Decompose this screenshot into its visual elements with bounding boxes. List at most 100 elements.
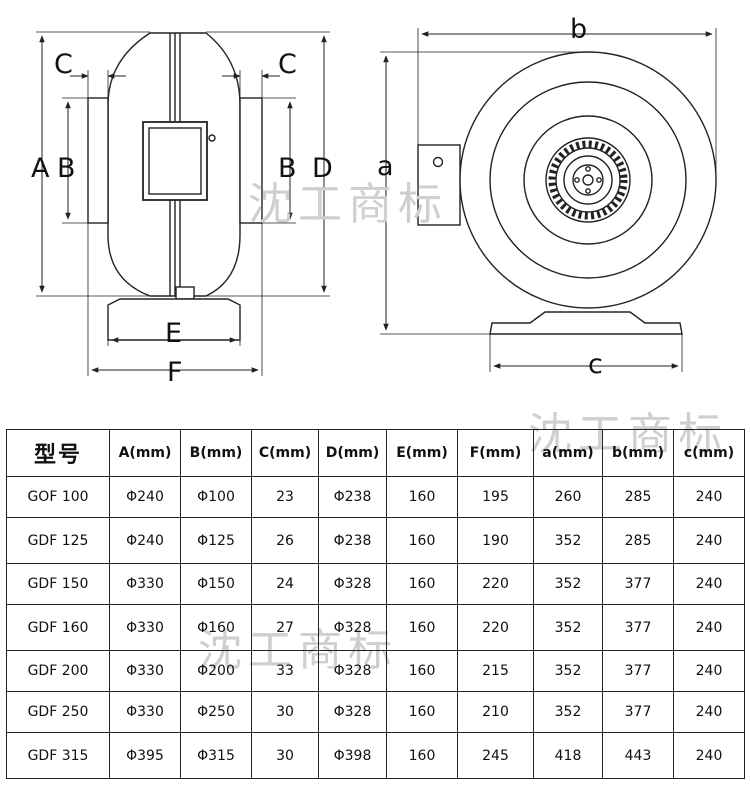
value-cell: 245: [457, 732, 534, 779]
value-cell: 240: [673, 563, 745, 605]
label-A: A: [31, 153, 50, 184]
value-cell: 352: [533, 691, 603, 733]
value-cell: 23: [251, 476, 319, 518]
value-cell: 352: [533, 563, 603, 605]
value-cell: 195: [457, 476, 534, 518]
value-cell: Φ315: [180, 732, 252, 779]
value-cell: Φ250: [180, 691, 252, 733]
value-cell: 160: [386, 476, 458, 518]
value-cell: 377: [602, 604, 674, 651]
value-cell: 418: [533, 732, 603, 779]
value-cell: Φ150: [180, 563, 252, 605]
label-B-right: B: [278, 153, 297, 184]
model-cell: GDF 160: [6, 604, 110, 651]
header-A: A(mm): [109, 429, 181, 477]
value-cell: 260: [533, 476, 603, 518]
value-cell: 240: [673, 691, 745, 733]
value-cell: 352: [533, 604, 603, 651]
header-a: a(mm): [533, 429, 603, 477]
value-cell: 27: [251, 604, 319, 651]
side-view: [87, 32, 263, 341]
label-a: a: [377, 151, 394, 182]
value-cell: 443: [602, 732, 674, 779]
value-cell: Φ330: [109, 604, 181, 651]
header-b: b(mm): [602, 429, 674, 477]
value-cell: Φ395: [109, 732, 181, 779]
value-cell: 33: [251, 650, 319, 692]
value-cell: 377: [602, 650, 674, 692]
front-housing-outer: [459, 51, 717, 309]
value-cell: 190: [457, 517, 534, 564]
value-cell: 160: [386, 732, 458, 779]
model-cell: GDF 150: [6, 563, 110, 605]
header-c: c(mm): [673, 429, 745, 477]
value-cell: Φ240: [109, 517, 181, 564]
header-D: D(mm): [318, 429, 387, 477]
label-c: c: [588, 349, 603, 380]
value-cell: 352: [533, 517, 603, 564]
label-F: F: [167, 357, 183, 388]
value-cell: Φ328: [318, 691, 387, 733]
value-cell: 220: [457, 604, 534, 651]
value-cell: Φ160: [180, 604, 252, 651]
header-F: F(mm): [457, 429, 534, 477]
model-cell: GDF 125: [6, 517, 110, 564]
spec-table: 型号 A(mm) B(mm) C(mm) D(mm) E(mm) F(mm) a…: [6, 429, 745, 779]
model-cell: GDF 250: [6, 691, 110, 733]
value-cell: Φ125: [180, 517, 252, 564]
value-cell: 210: [457, 691, 534, 733]
value-cell: 240: [673, 476, 745, 518]
value-cell: 285: [602, 517, 674, 564]
value-cell: Φ398: [318, 732, 387, 779]
impeller-teeth: [548, 140, 628, 220]
value-cell: 352: [533, 650, 603, 692]
value-cell: Φ240: [109, 476, 181, 518]
value-cell: 26: [251, 517, 319, 564]
impeller-hub: [572, 164, 604, 196]
value-cell: 160: [386, 691, 458, 733]
value-cell: 377: [602, 563, 674, 605]
header-B: B(mm): [180, 429, 252, 477]
value-cell: 24: [251, 563, 319, 605]
label-D: D: [312, 153, 333, 184]
header-E: E(mm): [386, 429, 458, 477]
value-cell: 215: [457, 650, 534, 692]
model-cell: GDF 200: [6, 650, 110, 692]
value-cell: 30: [251, 732, 319, 779]
value-cell: Φ328: [318, 604, 387, 651]
value-cell: 240: [673, 517, 745, 564]
front-view-dimensions: [380, 28, 717, 372]
value-cell: Φ330: [109, 691, 181, 733]
table-header-row: 型号 A(mm) B(mm) C(mm) D(mm) E(mm) F(mm) a…: [6, 429, 745, 477]
value-cell: Φ330: [109, 563, 181, 605]
value-cell: 160: [386, 563, 458, 605]
value-cell: 240: [673, 650, 745, 692]
label-C-right: C: [278, 49, 297, 80]
value-cell: Φ200: [180, 650, 252, 692]
value-cell: 160: [386, 604, 458, 651]
header-C: C(mm): [251, 429, 319, 477]
value-cell: Φ330: [109, 650, 181, 692]
value-cell: 285: [602, 476, 674, 518]
model-cell: GOF 100: [6, 476, 110, 518]
label-C-left: C: [54, 49, 73, 80]
label-b: b: [570, 14, 587, 45]
value-cell: 160: [386, 650, 458, 692]
model-cell: GDF 315: [6, 732, 110, 779]
left-duct-collar: [87, 97, 109, 224]
right-duct-collar: [239, 97, 263, 224]
value-cell: 377: [602, 691, 674, 733]
value-cell: 220: [457, 563, 534, 605]
value-cell: 240: [673, 604, 745, 651]
value-cell: Φ328: [318, 563, 387, 605]
front-view: [417, 51, 717, 335]
value-cell: Φ238: [318, 476, 387, 518]
value-cell: Φ328: [318, 650, 387, 692]
